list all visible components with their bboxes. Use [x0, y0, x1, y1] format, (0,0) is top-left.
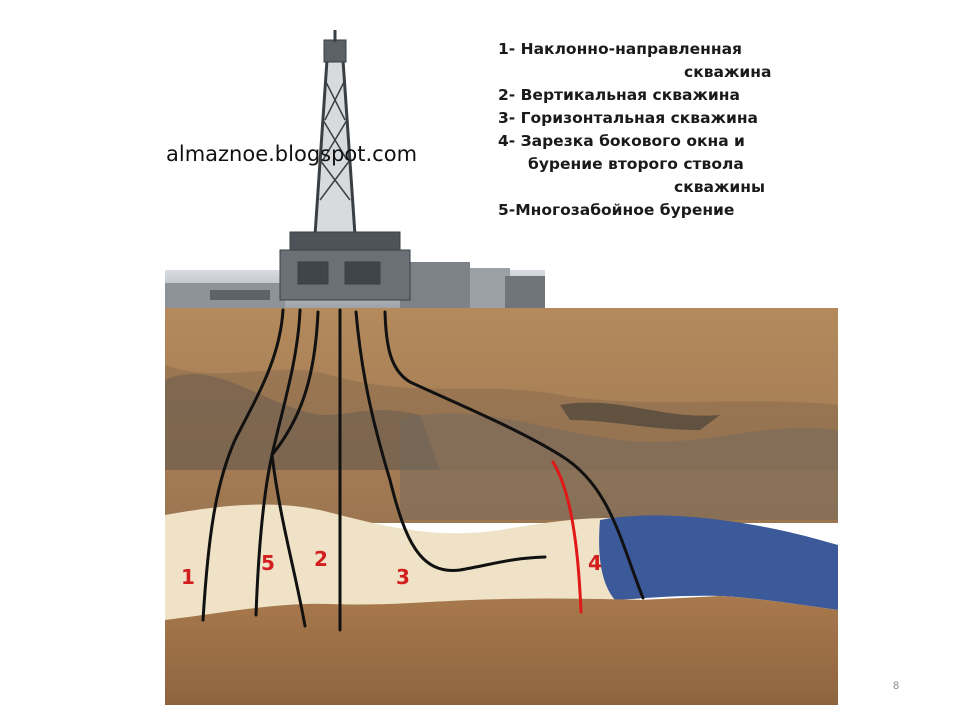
water-zone — [599, 515, 838, 610]
well-number-4: 4 — [588, 551, 602, 575]
legend-item-1: 1- Наклонно-направленная — [498, 40, 743, 58]
legend-item-4-cont: бурение второго ствола — [528, 155, 744, 173]
legend-item-4-cont2: скважины — [674, 178, 765, 196]
well-4-path — [383, 310, 645, 600]
legend-item-5: 5-Многозабойное бурение — [498, 201, 735, 219]
well-number-1: 1 — [181, 565, 195, 589]
legend: 1- Наклонно-направленная скважина 2- Вер… — [498, 38, 838, 222]
well-number-2: 2 — [314, 547, 328, 571]
legend-item-4: 4- Зарезка бокового окна и — [498, 132, 745, 150]
well-trajectories — [201, 308, 645, 632]
legend-item-2: 2- Вертикальная скважина — [498, 86, 740, 104]
legend-item-1-cont: скважина — [684, 63, 772, 81]
sidetrack-path — [551, 460, 583, 614]
well-number-3: 3 — [396, 565, 410, 589]
well-1-path — [201, 308, 285, 622]
watermark-text: almaznoe.blogspot.com — [166, 142, 418, 166]
reservoir-sand-layer — [165, 504, 640, 620]
well-3-path — [354, 310, 547, 572]
legend-item-3: 3- Горизонтальная скважина — [498, 109, 759, 127]
page-number: 8 — [893, 680, 900, 692]
lower-soil-layer — [165, 596, 838, 705]
well-5-branch-path — [270, 453, 307, 628]
drilling-rig-derrick — [279, 30, 411, 301]
well-5-upper-branch-path — [270, 310, 320, 457]
well-number-5: 5 — [261, 551, 275, 575]
